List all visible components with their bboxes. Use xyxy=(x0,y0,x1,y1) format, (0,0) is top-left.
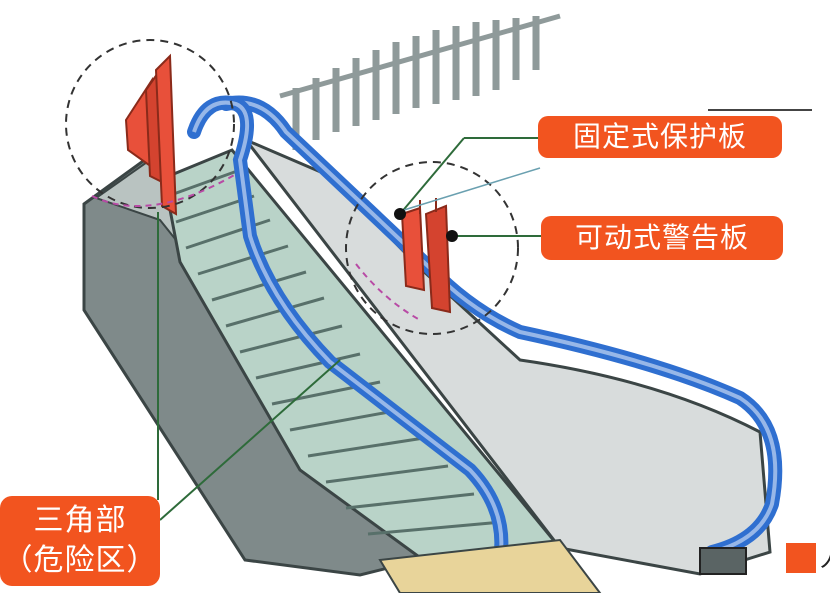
mid-danger-circle xyxy=(345,161,519,335)
mid-guard-plates xyxy=(400,198,452,314)
escalator-right-deck xyxy=(241,136,772,576)
triangle-danger-label: 三角部 （危险区） xyxy=(0,496,160,586)
legend-swatch xyxy=(786,543,816,573)
triangle-label-line1: 三角部 xyxy=(33,503,127,538)
movable-warning-label: 可动式警告板 xyxy=(541,216,783,260)
skirt-panel xyxy=(699,547,747,575)
bottom-landing-plate xyxy=(378,538,602,593)
top-guard-plates xyxy=(124,53,178,216)
fence-top-rail xyxy=(279,13,561,99)
movable-warning-pointer xyxy=(446,230,458,242)
leader-lines xyxy=(157,137,541,521)
leader-line-thin xyxy=(403,167,541,211)
top-triangle-mark xyxy=(91,173,237,207)
triangle-label-line2: （危险区） xyxy=(2,543,158,578)
fixed-guard-pointer xyxy=(394,208,406,220)
legend-text-truncated: 人 xyxy=(820,543,830,573)
fixed-guard-label: 固定式保护板 xyxy=(538,116,782,158)
step-edges xyxy=(167,168,503,536)
top-danger-circle xyxy=(65,39,235,209)
mid-triangle-mark xyxy=(355,263,421,321)
